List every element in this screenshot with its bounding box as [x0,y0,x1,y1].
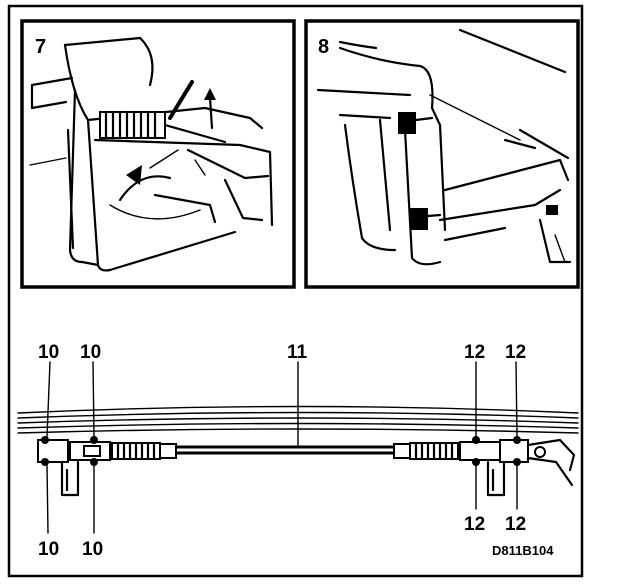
spring-right [409,441,459,461]
reference-code: D811B104 [492,543,554,558]
callout-12-lower-right-inner: 12 [464,514,485,535]
panel-7-number: 7 [35,36,46,58]
panel-8: 8 [304,19,580,289]
panel-7-border [20,19,296,289]
callout-12-lower-right-outer: 12 [505,514,526,535]
upper-bracket [398,112,434,134]
rail-assembly [17,361,579,534]
callout-10-lower-left-outer: 10 [38,539,59,560]
callout-11-center-rod: 11 [287,342,308,363]
callout-10-upper-left-outer: 10 [38,342,59,363]
panel-8-number: 8 [318,36,329,58]
lower-bracket [410,208,442,230]
panel-7: 7 [20,19,296,289]
callout-10-upper-left-inner: 10 [80,342,101,363]
panel-8-border [304,19,580,289]
spring [99,110,166,140]
callout-12-upper-right-inner: 12 [464,342,485,363]
outer-frame [7,4,584,578]
callout-10-lower-left-inner: 10 [82,539,103,560]
spring-left [111,441,161,461]
callout-12-upper-right-outer: 12 [505,342,526,363]
